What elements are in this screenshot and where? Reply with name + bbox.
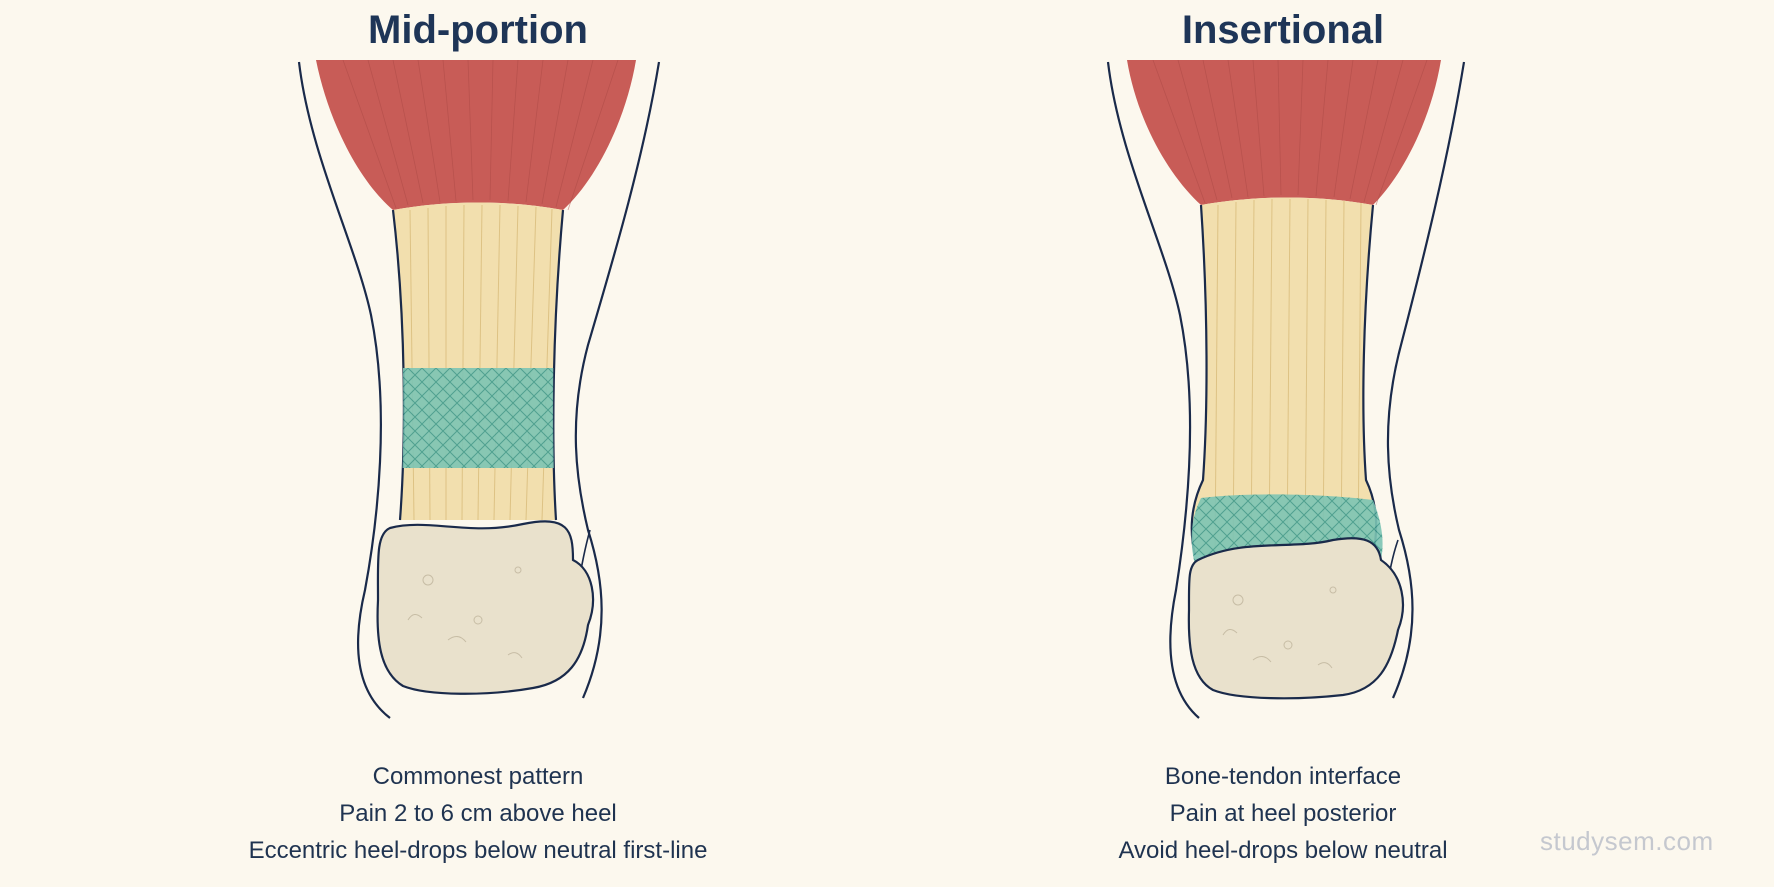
- watermark: studysem.com: [1540, 826, 1714, 856]
- leg-outline: [297, 61, 391, 719]
- caption-line: Eccentric heel-drops below neutral first…: [248, 837, 708, 864]
- leg-outline: [574, 61, 661, 699]
- panel-title: Insertional: [1181, 8, 1385, 52]
- highlight-mid-tendon: [398, 368, 560, 468]
- achilles-tendon: [393, 202, 563, 520]
- calcaneus: [1187, 537, 1404, 700]
- caption-line: Commonest pattern: [372, 763, 584, 790]
- calf-muscle: [316, 60, 636, 210]
- achilles-tendon: [1191, 197, 1377, 555]
- achilles-diagram-mid-portion: [297, 60, 661, 719]
- calf-muscle: [1127, 60, 1441, 205]
- leg-outline: [1106, 61, 1200, 719]
- achilles-diagram-insertional: [1106, 60, 1466, 719]
- panel-title: Mid-portion: [368, 8, 588, 52]
- caption-line: Bone-tendon interface: [1164, 763, 1402, 790]
- panel-insertional: Insertional: [933, 0, 1633, 887]
- caption-list: Commonest pattern Pain 2 to 6 cm above h…: [128, 758, 828, 869]
- calcaneus: [376, 520, 595, 695]
- panel-mid-portion: Mid-portion: [128, 0, 828, 887]
- caption-list: Bone-tendon interface Pain at heel poste…: [933, 758, 1633, 869]
- caption-line: Pain 2 to 6 cm above heel: [339, 800, 617, 827]
- leg-outline: [1386, 61, 1466, 699]
- caption-line: Pain at heel posterior: [1169, 800, 1397, 827]
- caption-line: Avoid heel-drops below neutral: [1118, 837, 1448, 864]
